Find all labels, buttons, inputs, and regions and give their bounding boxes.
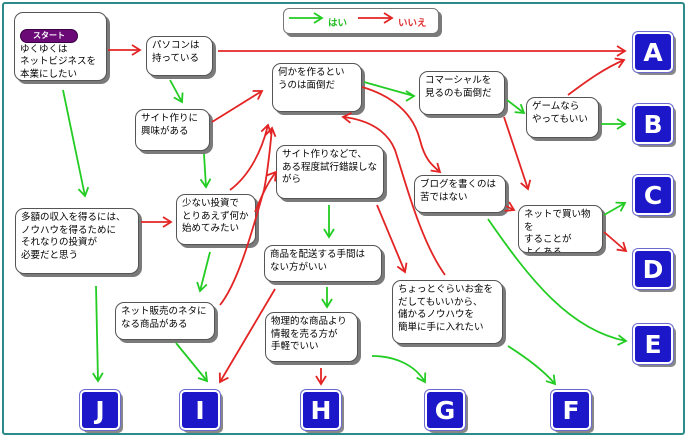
question-physical-info: 物理的な商品より 情報を売る方が 手軽でいい xyxy=(265,312,358,362)
outcome-i: I xyxy=(180,390,220,430)
legend-yes-label: はい xyxy=(328,18,348,29)
outcome-b: B xyxy=(633,104,673,144)
outcome-a: A xyxy=(633,32,673,72)
question-small-invest: 少ない投資で とりあえず何か 始めてみたい xyxy=(176,194,256,245)
question-blog: ブログを書くのは 苦ではない xyxy=(414,175,506,213)
outcome-h: H xyxy=(301,390,341,430)
question-game: ゲームなら やってもいい xyxy=(526,97,599,138)
question-shipping: 商品を配送する手間は ない方がいい xyxy=(264,245,382,282)
start-badge: スタート xyxy=(20,28,78,43)
outcome-e: E xyxy=(633,324,673,364)
outcome-d: D xyxy=(633,249,673,289)
question-resale: ネット販売のネタに なる商品がある xyxy=(115,302,215,340)
question-site-interest: サイト作りに 興味がある xyxy=(135,109,210,151)
outcome-g: G xyxy=(425,390,465,430)
legend-no-label: いいえ xyxy=(398,18,427,29)
question-pc: パソコンは 持っている xyxy=(146,36,213,76)
start-node: スタート ゆくゆくは ネットビジネスを 本業にしたい xyxy=(14,12,107,81)
question-trial-error: サイト作りなどで、 ある程度試行錯誤しな がら xyxy=(276,145,384,199)
outcome-j: J xyxy=(80,390,120,430)
diagram-frame xyxy=(2,2,685,435)
outcome-f: F xyxy=(551,390,591,430)
start-question-text: ゆくゆくは ネットビジネスを 本業にしたい xyxy=(20,43,97,80)
outcome-c: C xyxy=(633,175,673,215)
question-big-income: 多額の収入を得るには、 ノウハウを得るために それなりの投資が 必要だと思う xyxy=(15,208,139,274)
legend: はい いいえ xyxy=(283,8,439,34)
question-spend-money: ちょっとぐらいお金を だしてもいいから、 儲かるノウハウを 簡単に手に入れたい xyxy=(392,280,503,344)
question-make-something: 何かを作るとい うのは面倒だ xyxy=(272,63,362,112)
question-buy-online: ネットで買い物を することが よくある xyxy=(518,205,603,253)
question-commercial: コマーシャルを 見るのも面倒だ xyxy=(419,71,505,115)
